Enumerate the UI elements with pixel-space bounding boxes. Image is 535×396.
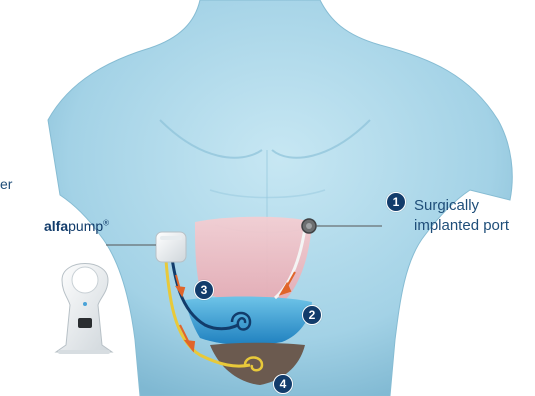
alfapump-brand-rest: pump — [68, 218, 103, 234]
corner-fragment-text: er — [0, 176, 12, 192]
alfapump-device-icon — [156, 232, 186, 262]
port-label: Surgically implanted port — [414, 196, 509, 236]
port-label-line2: implanted port — [414, 216, 509, 236]
marker-3: 3 — [194, 280, 214, 300]
charger-device-icon — [56, 264, 112, 355]
marker-4: 4 — [273, 374, 293, 394]
port-label-line1: Surgically — [414, 196, 509, 216]
implanted-port-icon — [302, 219, 316, 233]
alfapump-label: alfapump® — [44, 218, 109, 234]
alfapump-brand-bold: alfa — [44, 218, 68, 234]
alfapump-registered-mark: ® — [103, 218, 109, 227]
marker-2: 2 — [302, 305, 322, 325]
marker-1: 1 — [386, 192, 406, 212]
